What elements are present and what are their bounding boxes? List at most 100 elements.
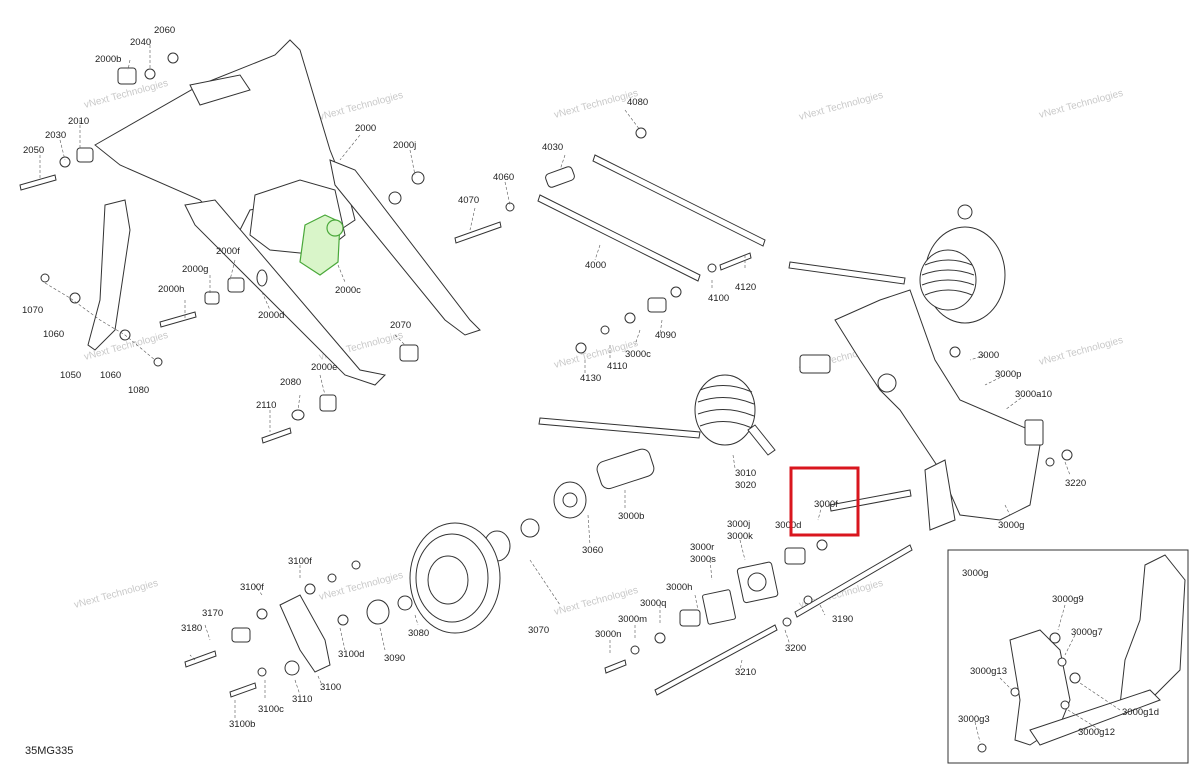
part-3170-bushing[interactable] (231, 627, 251, 643)
part-3000g-side-plate[interactable] (924, 459, 956, 531)
part-2000f-bushing[interactable] (227, 277, 245, 293)
part-3070-wheel[interactable] (409, 522, 501, 634)
part-3100-arm[interactable] (279, 594, 331, 673)
part-4100-washer[interactable] (707, 263, 717, 273)
callout-2040: 2040 (130, 37, 151, 48)
part-3190-nut[interactable] (803, 595, 813, 605)
part-2000-rear-link[interactable] (329, 159, 481, 336)
part-3010-torsion-spring[interactable] (694, 374, 756, 446)
part-1070-bolt[interactable] (40, 273, 50, 283)
part-3220-nut[interactable] (1061, 449, 1073, 461)
part-3090-washer[interactable] (366, 599, 390, 625)
part-2080-washer[interactable] (291, 409, 305, 421)
part-3010-spring-coils (697, 385, 755, 429)
part-4120-bolt[interactable] (719, 252, 752, 271)
part-2000-tube[interactable] (189, 74, 251, 106)
part-3000p-block[interactable] (1024, 419, 1044, 446)
inset-part-3000g3[interactable] (977, 743, 987, 753)
part-4060-washer[interactable] (505, 202, 515, 212)
part-1080-nut[interactable] (153, 357, 163, 367)
part-2110-bolt[interactable] (261, 427, 292, 444)
part-3010-torsion-arm[interactable] (538, 417, 701, 439)
part-2000h-bolt[interactable] (159, 311, 197, 328)
part-3100b-bolt[interactable] (229, 682, 257, 698)
part-2000j-washer[interactable] (388, 191, 402, 205)
part-3100f-washer[interactable] (327, 573, 337, 583)
callout-3000d: 3000d (775, 520, 801, 531)
part-2000g-sleeve[interactable] (204, 291, 220, 305)
callout-1070: 1070 (22, 305, 43, 316)
part-3210-long-bolt[interactable] (654, 624, 778, 696)
part-1050-lever[interactable] (87, 199, 131, 351)
part-2000b-bushing[interactable] (117, 67, 137, 85)
part-3110-snap-ring[interactable] (284, 660, 300, 676)
callout-2000h: 2000h (158, 284, 184, 295)
part-2070-bushing[interactable] (399, 344, 419, 362)
part-1060-washer[interactable] (69, 292, 81, 304)
part-3000-spline[interactable] (799, 354, 831, 374)
part-4030-bushing[interactable] (544, 166, 575, 189)
part-3000j-block[interactable] (736, 561, 779, 604)
part-3220-washer[interactable] (1045, 457, 1055, 467)
part-4090-bushing[interactable] (647, 297, 667, 313)
part-3000m-washer[interactable] (630, 645, 640, 655)
part-3200-washer[interactable] (782, 617, 792, 627)
part-2030-washer[interactable] (59, 156, 71, 168)
callout-4030: 4030 (542, 142, 563, 153)
part-3000d-bushing[interactable] (784, 547, 806, 565)
part-3170-nut[interactable] (256, 608, 268, 620)
part-3100f-nut[interactable] (304, 583, 316, 595)
inset-callout-3000g12: 3000g12 (1078, 727, 1115, 738)
part-4090-nut[interactable] (670, 286, 682, 298)
watermark: vNext Technologies (318, 90, 404, 123)
part-2060-nut[interactable] (167, 52, 179, 64)
part-4080-nut[interactable] (635, 127, 647, 139)
part-2050-bolt[interactable] (19, 174, 57, 191)
watermark: vNext Technologies (798, 90, 884, 123)
part-3000-top-rod[interactable] (788, 261, 906, 285)
part-3000h-bushing[interactable] (679, 609, 701, 627)
part-2000j-nut[interactable] (411, 171, 425, 185)
callout-1060b: 1060 (100, 370, 121, 381)
part-3020-spring-leg[interactable] (747, 424, 776, 456)
part-3000-frame[interactable] (834, 289, 1041, 521)
part-2000-lower-link[interactable] (184, 199, 387, 386)
callout-3000h: 3000h (666, 582, 692, 593)
part-3000b-tube[interactable] (595, 447, 656, 491)
callout-2000: 2000 (355, 123, 376, 134)
part-2000c-bushing[interactable] (326, 219, 344, 237)
part-4070-bolt[interactable] (454, 221, 502, 244)
callout-1050: 1050 (60, 370, 81, 381)
part-2010-bushing[interactable] (76, 147, 94, 163)
part-3000-top-mount[interactable] (957, 204, 973, 220)
part-3000n-bolt[interactable] (604, 659, 627, 674)
part-4000-rod-upper[interactable] (592, 154, 766, 247)
part-3000q-washer[interactable] (654, 632, 666, 644)
part-3100f-washer-2[interactable] (351, 560, 361, 570)
part-3100c-washer[interactable] (257, 667, 267, 677)
part-3000r-plate[interactable] (702, 589, 736, 625)
part-3180-bolt[interactable] (184, 650, 217, 668)
part-3000f-shaft[interactable] (829, 489, 912, 512)
inset-part-3000g1d[interactable] (1069, 672, 1081, 684)
part-3070-snap-ring[interactable] (520, 518, 540, 538)
part-2000d-washer[interactable] (256, 269, 268, 287)
part-2000e-sleeve[interactable] (319, 394, 337, 412)
part-3080-ring[interactable] (397, 595, 413, 611)
part-4000-rod-lower[interactable] (537, 194, 701, 282)
part-4110-washer[interactable] (600, 325, 610, 335)
inset-part-3000g13[interactable] (1010, 687, 1020, 697)
part-3190-rod[interactable] (794, 544, 913, 618)
inset-part-3000g9[interactable] (1049, 632, 1061, 644)
part-3000c-washer[interactable] (624, 312, 636, 324)
part-2040-washer[interactable] (144, 68, 156, 80)
part-3000d-washer[interactable] (816, 539, 828, 551)
part-3100d-nut[interactable] (337, 614, 349, 626)
part-3060-bearing[interactable] (553, 481, 587, 519)
inset-part-3000g12[interactable] (1060, 700, 1070, 710)
inset-part-3000g7[interactable] (1057, 657, 1067, 667)
callout-3000f: 3000f (814, 499, 838, 510)
part-3000-nut-top[interactable] (949, 346, 961, 358)
part-4130-nut[interactable] (575, 342, 587, 354)
part-3000-pivot[interactable] (877, 373, 897, 393)
